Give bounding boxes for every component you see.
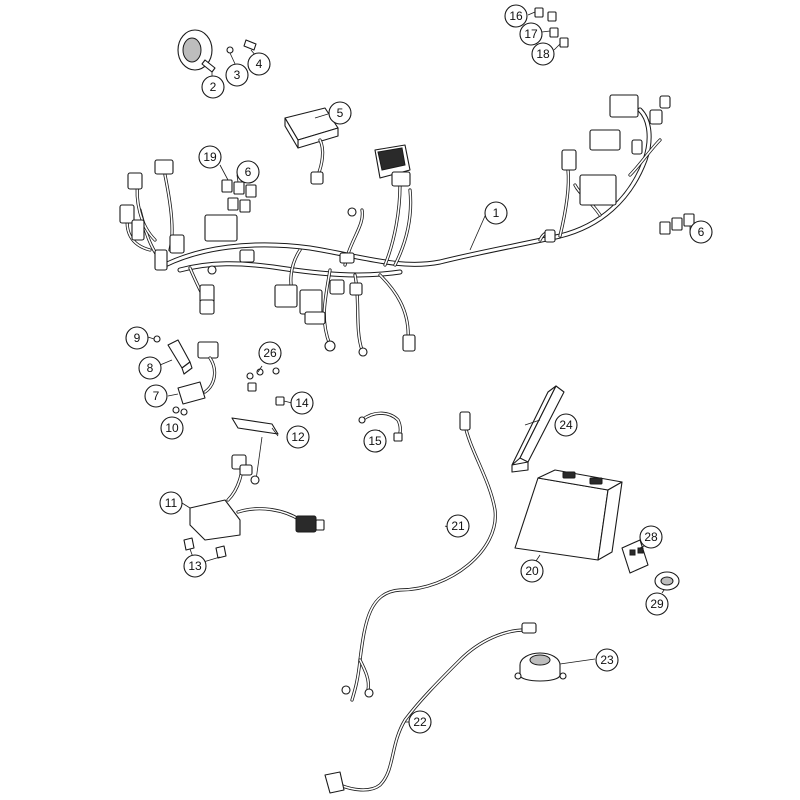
- svg-text:3: 3: [234, 68, 241, 82]
- callout-5: 5: [328, 101, 352, 125]
- callout-19: 19: [198, 145, 222, 169]
- callout-13: 13: [183, 554, 207, 578]
- small-fuses-top-right: [527, 7, 569, 51]
- svg-text:28: 28: [644, 530, 658, 544]
- relay-bracket-assembly: [147, 335, 219, 416]
- callout-18: 18: [531, 42, 555, 66]
- callout-15: 15: [363, 429, 387, 453]
- svg-text:5: 5: [337, 106, 344, 120]
- cable-22: [324, 622, 537, 794]
- callout-28: 28: [639, 525, 663, 549]
- callout-21: 21: [446, 514, 470, 538]
- svg-text:11: 11: [165, 496, 178, 510]
- small-cable-15: [358, 411, 403, 442]
- svg-text:6: 6: [245, 165, 252, 179]
- harness-main-connector-block: [374, 144, 411, 187]
- svg-text:23: 23: [600, 653, 614, 667]
- callout-16: 16: [504, 4, 528, 28]
- callout-12: 12: [286, 425, 310, 449]
- svg-text:22: 22: [413, 715, 427, 729]
- svg-text:1: 1: [493, 206, 500, 220]
- battery: [514, 469, 623, 561]
- fuses-group-right: [659, 213, 695, 235]
- svg-text:16: 16: [509, 9, 523, 23]
- svg-text:14: 14: [295, 396, 309, 410]
- callout-6-right: 6: [689, 220, 713, 244]
- svg-text:15: 15: [368, 434, 382, 448]
- callout-7: 7: [144, 384, 168, 408]
- callout-14: 14: [290, 391, 314, 415]
- svg-text:24: 24: [559, 418, 573, 432]
- svg-text:19: 19: [203, 150, 217, 164]
- fuses-group-left: [221, 179, 257, 213]
- callout-4: 4: [247, 52, 271, 76]
- svg-text:26: 26: [263, 346, 277, 360]
- sensor-bracket-assembly: [181, 365, 325, 564]
- callout-10: 10: [160, 416, 184, 440]
- svg-text:12: 12: [291, 430, 305, 444]
- control-unit: [284, 107, 339, 185]
- socket-and-grommet: [621, 539, 680, 594]
- callout-3: 3: [225, 63, 249, 87]
- callout-23: 23: [595, 648, 619, 672]
- callout-1: 1: [484, 201, 508, 225]
- callout-24: 24: [554, 413, 578, 437]
- svg-text:2: 2: [210, 80, 217, 94]
- svg-text:29: 29: [650, 597, 664, 611]
- callout-22: 22: [408, 710, 432, 734]
- callout-11: 11: [159, 491, 183, 515]
- svg-text:13: 13: [188, 559, 202, 573]
- callout-2: 2: [201, 75, 225, 99]
- callout-17: 17: [519, 22, 543, 46]
- svg-text:7: 7: [153, 389, 160, 403]
- callout-6-left: 6: [236, 160, 260, 184]
- callout-29: 29: [645, 592, 669, 616]
- harness-connectors: [119, 94, 671, 357]
- callout-8: 8: [138, 356, 162, 380]
- callout-9: 9: [125, 326, 149, 350]
- svg-text:8: 8: [147, 361, 154, 375]
- svg-text:6: 6: [698, 225, 705, 239]
- svg-text:18: 18: [536, 47, 550, 61]
- starter-relay: [514, 652, 567, 682]
- callout-20: 20: [520, 559, 544, 583]
- svg-text:21: 21: [451, 519, 465, 533]
- svg-text:4: 4: [256, 57, 263, 71]
- battery-strap: [511, 385, 565, 473]
- callout-26: 26: [258, 341, 282, 365]
- svg-text:9: 9: [134, 331, 141, 345]
- svg-text:20: 20: [525, 564, 539, 578]
- svg-text:17: 17: [524, 27, 538, 41]
- svg-text:10: 10: [165, 421, 179, 435]
- cable-21: [341, 411, 497, 702]
